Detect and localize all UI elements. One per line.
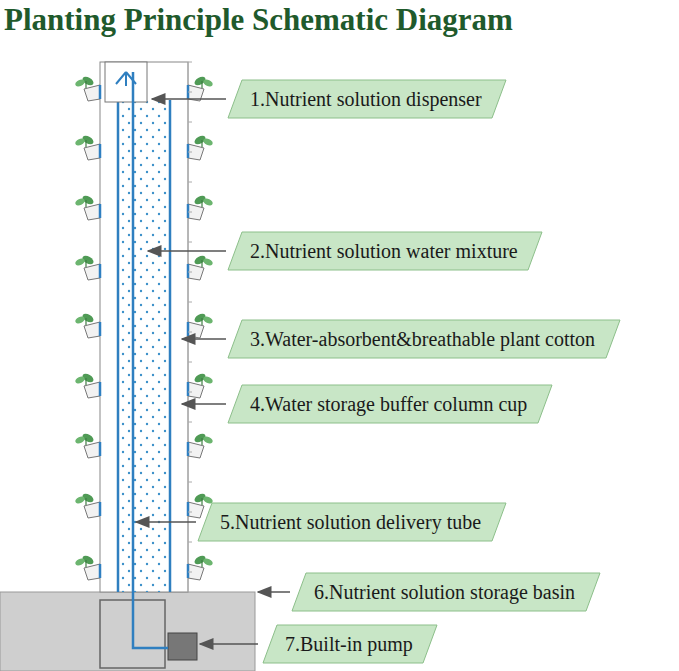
callout-box: 5.Nutrient solution delivery tube: [198, 503, 506, 541]
callout-box: 2.Nutrient solution water mixture: [228, 232, 542, 270]
plant-cotton: [187, 264, 190, 278]
callout-text: 5.Nutrient solution delivery tube: [198, 503, 506, 541]
plant-cotton: [99, 502, 102, 516]
callout-box: 3.Water-absorbent&breathable plant cotto…: [228, 320, 620, 358]
leaf: [74, 315, 86, 325]
leaf: [74, 257, 86, 267]
plant-cotton: [187, 322, 190, 336]
plant-cotton: [187, 382, 190, 396]
title: Planting Principle Schematic Diagram: [4, 2, 513, 38]
callout-box: 6.Nutrient solution storage basin: [292, 573, 600, 611]
leaf: [74, 495, 86, 505]
callout-text: 3.Water-absorbent&breathable plant cotto…: [228, 320, 620, 358]
plant-cotton: [187, 502, 190, 516]
wall-line: [169, 100, 172, 592]
plant-cotton: [99, 564, 102, 578]
wall-line: [117, 100, 120, 592]
callout-text: 4.Water storage buffer column cup: [228, 385, 552, 423]
leaf: [74, 137, 86, 147]
leaf: [202, 257, 214, 267]
plant-cotton: [99, 144, 102, 158]
leaf: [202, 375, 214, 385]
leaf: [74, 78, 86, 88]
callout-box: 7.Built-in pump: [263, 625, 437, 663]
delivery-tube: [133, 72, 168, 648]
leaf: [74, 197, 86, 207]
leader-lines: [136, 99, 290, 644]
plant-cotton: [187, 442, 190, 456]
leaf: [202, 137, 214, 147]
callout-text: 6.Nutrient solution storage basin: [292, 573, 600, 611]
plant-cotton: [99, 442, 102, 456]
plant-cotton: [99, 264, 102, 278]
plant-cotton: [99, 382, 102, 396]
pump: [168, 633, 197, 660]
storage-basin: [0, 592, 255, 671]
leaf: [74, 435, 86, 445]
plant-cotton: [187, 144, 190, 158]
leaf: [202, 315, 214, 325]
plant-cotton: [99, 322, 102, 336]
plant-cotton: [187, 204, 190, 218]
column: [100, 62, 188, 592]
callout-box: 1.Nutrient solution dispenser: [228, 80, 506, 118]
leaf: [202, 78, 214, 88]
solution-mixture: [120, 100, 168, 592]
leaf: [74, 557, 86, 567]
leaf: [74, 375, 86, 385]
leaf: [202, 435, 214, 445]
callout-text: 1.Nutrient solution dispenser: [228, 80, 506, 118]
callout-text: 2.Nutrient solution water mixture: [228, 232, 542, 270]
leaf: [202, 197, 214, 207]
dispenser: [105, 62, 147, 102]
plant-cotton: [99, 204, 102, 218]
callout-text: 7.Built-in pump: [263, 625, 437, 663]
plant-cotton: [187, 564, 190, 578]
callout-box: 4.Water storage buffer column cup: [228, 385, 552, 423]
leaf: [202, 557, 214, 567]
plant-cotton: [99, 85, 102, 99]
